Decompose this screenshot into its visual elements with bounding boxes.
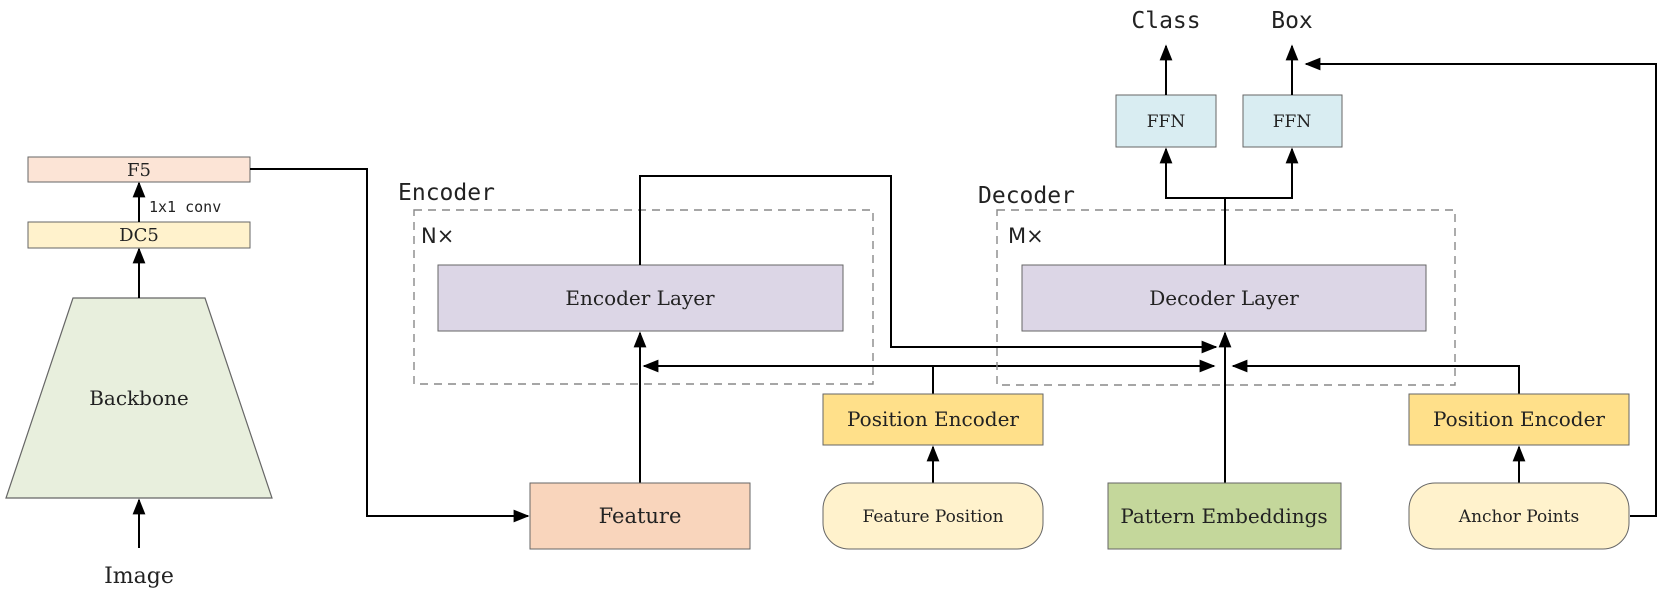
anchor-points-rect	[1408, 482, 1630, 550]
decoder-repeat: M×	[1008, 224, 1044, 248]
position-encoder-right-label: Position Encoder	[1433, 407, 1605, 431]
backbone-trapezoid	[5, 297, 273, 499]
position-encoder-right-to-decoder	[1231, 359, 1520, 394]
decoder-layer-label: Decoder Layer	[1149, 286, 1299, 310]
encoder-to-decoder-connector	[639, 175, 1218, 354]
ffn-class-label: FFN	[1147, 112, 1186, 132]
decoder-to-ffn-class	[1159, 147, 1225, 199]
ffn-class-box: FFN	[1115, 94, 1217, 148]
pattern-embeddings-label: Pattern Embeddings	[1120, 504, 1327, 528]
feature-box: Feature	[529, 482, 751, 550]
feature-position-label: Feature Position	[862, 507, 1003, 527]
pattern-embeddings-box: Pattern Embeddings	[1107, 482, 1342, 550]
encoder-layer-label: Encoder Layer	[565, 286, 715, 310]
ffn-box-box: FFN	[1242, 94, 1343, 148]
backbone-block: Backbone	[5, 297, 273, 499]
encoder-group-frame	[413, 209, 874, 385]
backbone-label: Backbone	[89, 386, 189, 410]
encoder-layer-rect	[437, 264, 844, 332]
anchor-points-box: Anchor Points	[1408, 482, 1630, 550]
output-class-label: Class	[1131, 8, 1200, 34]
position-encoder-left-label: Position Encoder	[847, 407, 1019, 431]
feature-label: Feature	[599, 504, 682, 528]
f5-to-feature-connector	[250, 168, 530, 523]
encoder-layer-box: Encoder Layer	[437, 264, 844, 332]
decoder-layer-box: Decoder Layer	[1021, 264, 1427, 332]
feature-position-rect	[822, 482, 1044, 550]
position-encoder-right-box: Position Encoder	[1408, 393, 1630, 446]
image-label: Image	[104, 564, 174, 589]
position-encoder-left-rect	[822, 393, 1044, 446]
decoder-to-ffn-box	[1225, 147, 1299, 199]
dc5-box: DC5	[27, 221, 251, 249]
pattern-embeddings-rect	[1107, 482, 1342, 550]
decoder-layer-rect	[1021, 264, 1427, 332]
ffn-class-rect	[1115, 94, 1217, 148]
encoder-title: Encoder	[398, 180, 495, 206]
feature-rect	[529, 482, 751, 550]
ffn-box-label: FFN	[1273, 112, 1312, 132]
conv-note: 1x1 conv	[149, 198, 221, 216]
f5-box: F5	[27, 156, 251, 183]
dc5-label: DC5	[119, 225, 159, 246]
output-box-label: Box	[1271, 8, 1313, 34]
position-encoder-left-box: Position Encoder	[822, 393, 1044, 446]
ffn-box-rect	[1242, 94, 1343, 148]
feature-position-box: Feature Position	[822, 482, 1044, 550]
dc5-rect	[27, 221, 251, 249]
encoder-repeat: N×	[421, 224, 454, 248]
position-encoder-right-rect	[1408, 393, 1630, 446]
decoder-title: Decoder	[978, 183, 1075, 209]
anchor-to-box-connector	[1304, 57, 1657, 517]
f5-label: F5	[127, 160, 151, 181]
anchor-points-label: Anchor Points	[1458, 507, 1579, 527]
